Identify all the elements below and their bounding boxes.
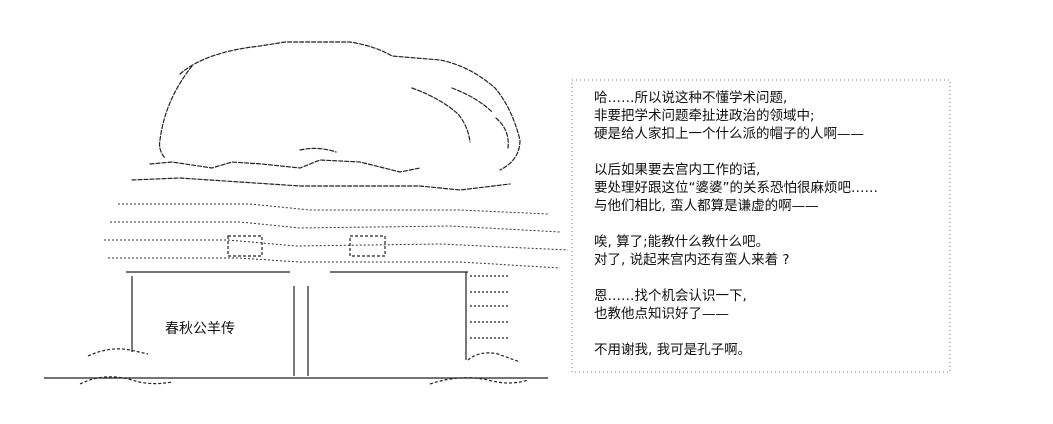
- hair-front: [411, 87, 471, 143]
- dialogue-line: 与他们相比, 蛮人都算是谦虚的啊——: [594, 198, 819, 214]
- book-pages: [470, 275, 508, 339]
- dialogue-line: 也教他点知识好了——: [594, 306, 729, 322]
- fringe2: [131, 177, 511, 191]
- right-hand: [429, 352, 529, 385]
- left-eye: [227, 235, 263, 257]
- hair-left: [158, 65, 193, 159]
- hair-outline: [179, 41, 521, 171]
- face-shade-2: [110, 221, 561, 233]
- dialogue-line: 要处理好跟这位“婆婆”的关系恐怕很麻烦吧……: [594, 180, 878, 196]
- book-title: 春秋公羊传: [165, 321, 235, 337]
- dialogue-line: 以后如果要去宫内工作的话,: [594, 162, 761, 178]
- dialogue-line: 不用谢我, 我可是孔子啊。: [594, 342, 752, 358]
- face-shade-4: [108, 257, 561, 269]
- dialogue-box: 哈……所以说这种不懂学术问题, 非要把学术问题牵扯进政治的领域中; 硬是给人家扣…: [568, 78, 954, 374]
- dialogue-line: 硬是给人家扣上一个什么派的帽子的人啊——: [594, 126, 864, 142]
- dialogue-line: 哈……所以说这种不懂学术问题,: [594, 90, 788, 106]
- left-hand: [79, 348, 173, 385]
- dialog-border: [571, 79, 951, 373]
- right-eye: [349, 235, 386, 257]
- fringe: [149, 159, 421, 173]
- face-shade-3: [104, 239, 569, 251]
- dialogue-line: 非要把学术问题牵扯进政治的领域中;: [594, 108, 815, 124]
- hair-curve: [495, 117, 509, 149]
- dialogue-line: 唉, 算了;能教什么教什么吧。: [594, 234, 770, 250]
- dialogue-line: 恩……找个机会认识一下,: [594, 288, 747, 304]
- brow: [299, 147, 337, 153]
- dialogue-line: 对了, 说起来宫内还有蛮人来着 ?: [594, 252, 790, 268]
- hair-front2: [451, 87, 493, 113]
- face-shade-1: [118, 203, 549, 215]
